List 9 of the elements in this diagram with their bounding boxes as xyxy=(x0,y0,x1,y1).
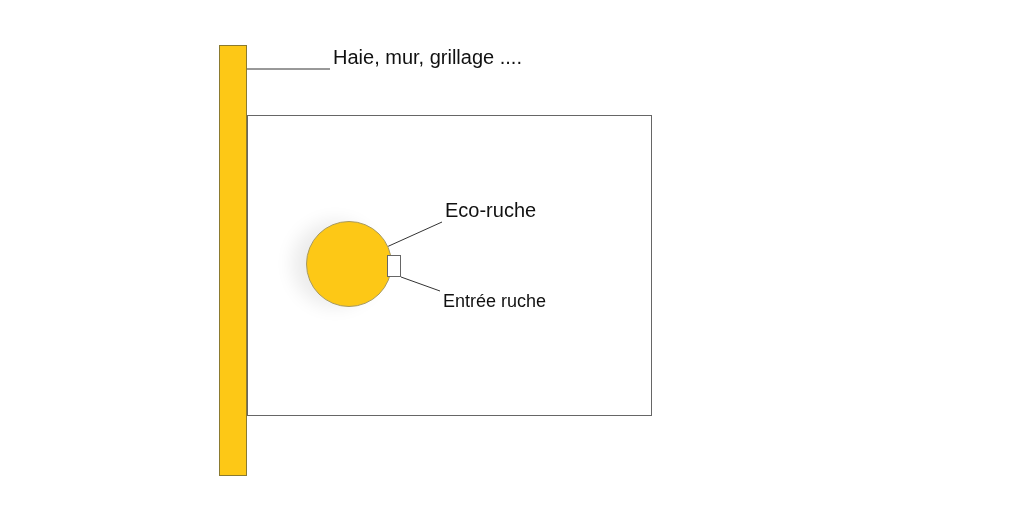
callout-label: Eco-ruche xyxy=(445,199,537,222)
callout-label: Haie, mur, grillage .... xyxy=(333,46,522,69)
leader-line xyxy=(246,68,331,70)
leader-line xyxy=(387,221,443,247)
hedge-bar xyxy=(219,45,247,476)
callout-label: Entrée ruche xyxy=(443,291,547,312)
garden-area xyxy=(247,115,652,416)
leader-line xyxy=(400,276,441,292)
hive-entrance xyxy=(387,255,401,277)
